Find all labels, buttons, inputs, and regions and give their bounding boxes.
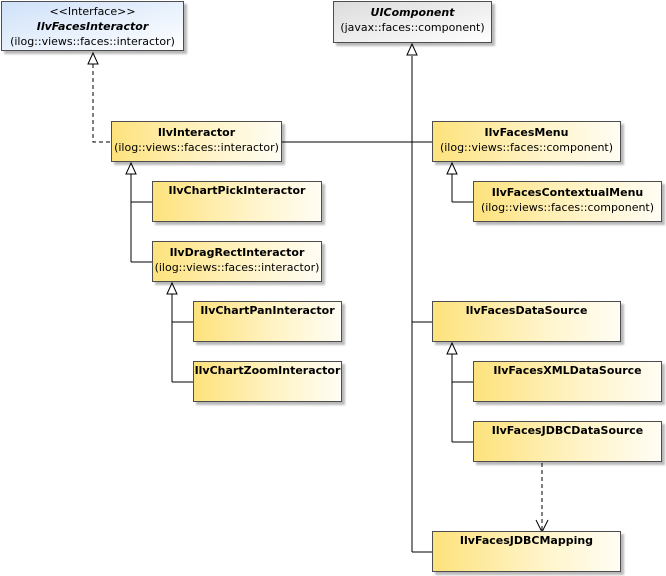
class-name: IlvDragRectInteractor — [169, 246, 305, 259]
class-name: IlvFacesInteractor — [36, 20, 149, 33]
class-name: IlvFacesJDBCMapping — [459, 534, 594, 547]
class-ilvchartzoominteractor[interactable]: IlvChartZoomInteractor — [193, 361, 342, 402]
interface-ilvfacesinteractor[interactable]: <<Interface>> IlvFacesInteractor (ilog::… — [1, 1, 184, 51]
class-name: IlvInteractor — [157, 126, 236, 139]
class-name: IlvFacesXMLDataSource — [493, 364, 642, 377]
realization-line — [92, 56, 110, 143]
class-name: UIComponent — [370, 6, 455, 19]
class-ilvfacesjdbcmapping[interactable]: IlvFacesJDBCMapping — [432, 531, 621, 572]
class-package: (ilog::views::faces::interactor) — [154, 261, 320, 274]
realization-arrowhead — [87, 51, 99, 65]
class-package: (javax::faces::component) — [340, 21, 485, 34]
class-package: (ilog::views::faces::interactor) — [114, 141, 279, 154]
class-ilvfacescontextualmenu[interactable]: IlvFacesContextualMenu (ilog::views::fac… — [473, 181, 662, 222]
class-package: (ilog::views::faces::interactor) — [10, 35, 175, 48]
class-name: IlvFacesJDBCDataSource — [491, 424, 644, 437]
class-ilvfacesjdbcdatasource[interactable]: IlvFacesJDBCDataSource — [473, 421, 662, 462]
class-name: IlvFacesDataSource — [465, 304, 588, 317]
class-ilvfacesxmldatasource[interactable]: IlvFacesXMLDataSource — [473, 361, 662, 402]
interactor-arrowhead — [125, 161, 137, 175]
menu-arrowhead — [446, 161, 458, 175]
class-name: IlvChartZoomInteractor — [194, 364, 341, 377]
uicomponent-arrowhead — [406, 42, 418, 56]
class-ilvfacesmenu[interactable]: IlvFacesMenu (ilog::views::faces::compon… — [432, 121, 621, 162]
class-name: IlvChartPickInteractor — [168, 184, 306, 197]
dragrect-arrowhead — [166, 281, 178, 295]
class-package: (ilog::views::faces::component) — [480, 201, 655, 214]
class-name: IlvChartPanInteractor — [200, 304, 335, 317]
class-name: IlvFacesMenu — [484, 126, 569, 139]
class-ilvinteractor[interactable]: IlvInteractor (ilog::views::faces::inter… — [111, 121, 282, 162]
class-ilvchartpickinteractor[interactable]: IlvChartPickInteractor — [152, 181, 322, 222]
datasource-arrowhead — [446, 341, 458, 355]
class-ilvfacesdatasource[interactable]: IlvFacesDataSource — [432, 301, 621, 342]
class-ilvchartpaninteractor[interactable]: IlvChartPanInteractor — [193, 301, 342, 342]
class-uicomponent[interactable]: UIComponent (javax::faces::component) — [333, 1, 492, 43]
class-package: (ilog::views::faces::component) — [439, 141, 614, 154]
stereotype-label: <<Interface>> — [49, 5, 136, 18]
class-ilvdragrectinteractor[interactable]: IlvDragRectInteractor (ilog::views::face… — [152, 241, 322, 282]
class-name: IlvFacesContextualMenu — [491, 186, 644, 199]
